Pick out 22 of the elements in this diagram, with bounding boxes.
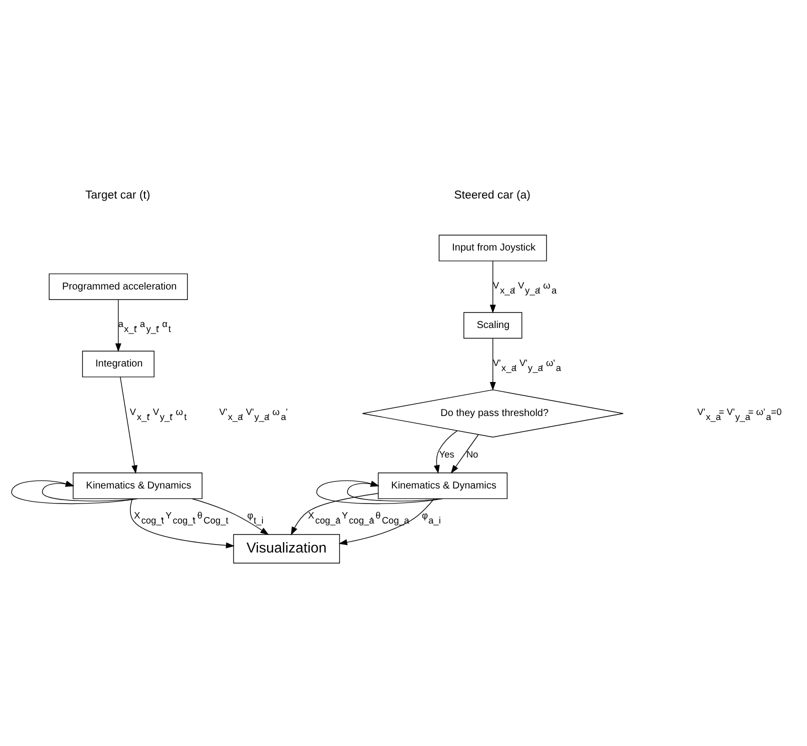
arrow bbox=[115, 299, 122, 352]
arrow bbox=[338, 498, 434, 546]
node-box: Input from Joystick bbox=[438, 234, 547, 262]
node-diamond: Do they pass threshold? bbox=[362, 389, 624, 438]
arrow bbox=[490, 260, 496, 314]
arrow bbox=[450, 434, 479, 474]
edge-label: Yes bbox=[439, 449, 454, 460]
arrow bbox=[130, 498, 235, 548]
arrow bbox=[490, 338, 496, 391]
node-box: Kinematics & Dynamics bbox=[378, 472, 508, 500]
node-box: Scaling bbox=[463, 312, 522, 339]
node-box: Programmed acceleration bbox=[48, 273, 188, 300]
arrow bbox=[192, 498, 269, 536]
node-box: Kinematics & Dynamics bbox=[72, 472, 202, 500]
arrow bbox=[434, 430, 458, 474]
edge-label: No bbox=[466, 449, 478, 460]
node-box: Integration bbox=[82, 350, 154, 378]
arrow bbox=[290, 493, 379, 536]
label: Target car (t) bbox=[85, 189, 150, 202]
node-box: Visualization bbox=[233, 534, 340, 564]
arrow bbox=[120, 376, 138, 474]
label: Steered car (a) bbox=[454, 189, 530, 202]
